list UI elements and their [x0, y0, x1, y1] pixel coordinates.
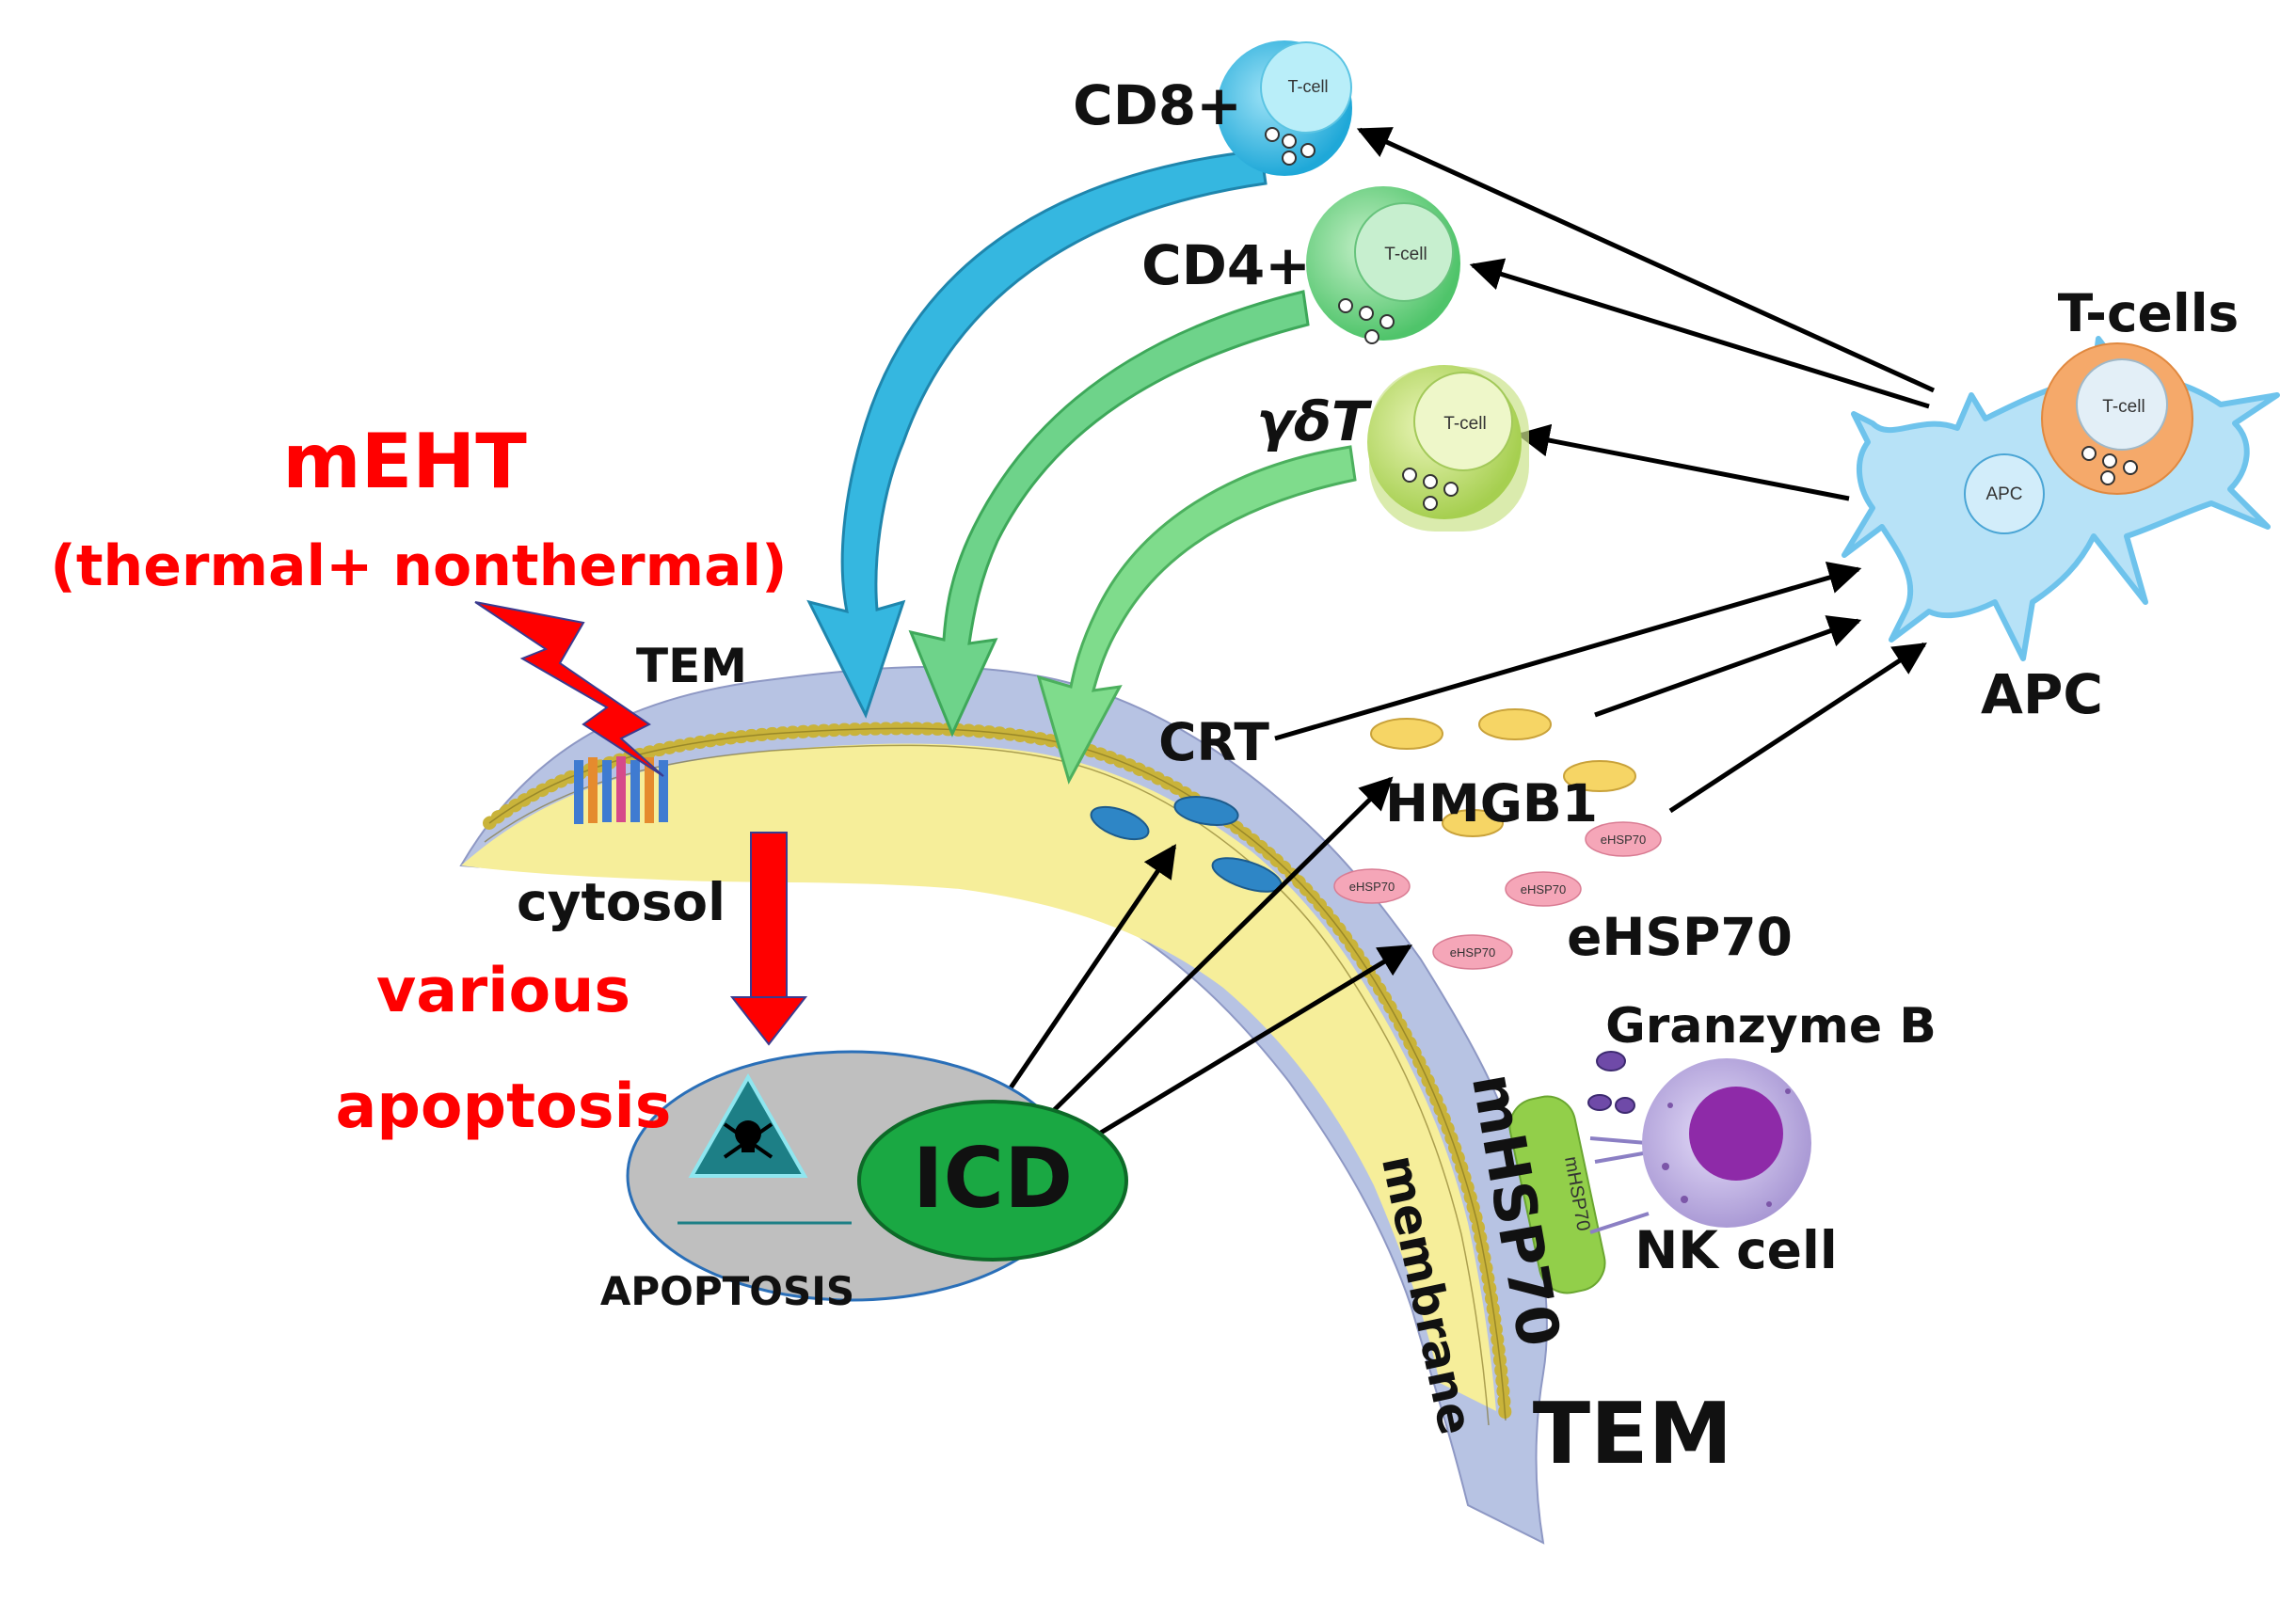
- apoptosis-red-label: apoptosis: [336, 1071, 672, 1142]
- svg-text:T-cell: T-cell: [1384, 245, 1427, 264]
- various-label: various: [376, 956, 630, 1026]
- tem-top-label: TEM: [636, 639, 747, 693]
- mhsp70-protein: [1508, 1095, 1606, 1294]
- svg-text:T-cell: T-cell: [2102, 397, 2145, 417]
- arrow-icon: [1090, 944, 1412, 1141]
- arrow-icon: [1274, 561, 1862, 741]
- apoptosis-caption: APOPTOSIS: [600, 1268, 854, 1314]
- red-down-arrow-icon: [729, 832, 808, 1046]
- icd-ellipse: [857, 1100, 1128, 1262]
- t-cells-label: T-cells: [2058, 283, 2240, 343]
- crt-label: CRT: [1158, 712, 1269, 772]
- orange-tcell: T-cell: [2041, 342, 2193, 495]
- svg-text:eHSP70: eHSP70: [1349, 880, 1395, 894]
- arrow-icon: [993, 844, 1177, 1112]
- gdt-tcell: T-cell: [1367, 365, 1529, 532]
- signal-arrows: [993, 127, 1936, 1141]
- meht-subtitle: (thermal+ nonthermal): [50, 533, 787, 599]
- cytosol-label: cytosol: [517, 872, 725, 932]
- svg-text:eHSP70: eHSP70: [1450, 945, 1495, 960]
- svg-text:eHSP70: eHSP70: [1521, 882, 1566, 897]
- cd8-curved-arrow-icon: [806, 149, 1268, 719]
- tem-bottom-label: TEM: [1533, 1385, 1732, 1484]
- hmgb1-label: HMGB1: [1385, 773, 1598, 833]
- labels: mEHT (thermal+ nonthermal) TEM cytosol v…: [50, 73, 2239, 1484]
- svg-text:T-cell: T-cell: [1443, 414, 1486, 434]
- cd4-label: CD4+: [1141, 233, 1311, 297]
- arrow-icon: [1516, 423, 1850, 501]
- arrow-icon: [1668, 642, 1927, 814]
- nk-cell-label: NK cell: [1634, 1220, 1837, 1280]
- arrow-icon: [1594, 615, 1862, 718]
- ehsp70-molecules: eHSP70 eHSP70 eHSP70 eHSP70: [1333, 821, 1662, 970]
- arrow-icon: [1469, 258, 1930, 409]
- membrane-channels: [574, 756, 668, 824]
- gdt-curved-arrow-icon: [1036, 445, 1357, 785]
- icd-label: ICD: [913, 1130, 1073, 1227]
- hmgb1-molecules: [1370, 708, 1636, 837]
- arrow-icon: [1356, 127, 1936, 393]
- skull-warning-icon: [678, 1072, 852, 1225]
- ehsp70-blob: eHSP70: [1432, 934, 1513, 970]
- ehsp70-blob: eHSP70: [1333, 868, 1411, 904]
- cd4-tcell: T-cell: [1306, 186, 1460, 344]
- apoptosis-icd-group: ICD APOPTOSIS: [600, 1050, 1128, 1314]
- ehsp70-label: eHSP70: [1567, 907, 1793, 967]
- arrow-icon: [1041, 776, 1394, 1123]
- cd8-label: CD8+: [1073, 73, 1242, 137]
- ehsp70-blob: eHSP70: [1585, 821, 1662, 857]
- cytosol-region: [461, 743, 1496, 1411]
- nk-cell-group: mHSP70: [1508, 1051, 1811, 1294]
- granzyme-b-label: Granzyme B: [1605, 998, 1937, 1055]
- svg-text:APC: APC: [1985, 484, 2022, 504]
- lightning-icon: [474, 601, 664, 777]
- curved-arrows: [806, 149, 1357, 785]
- cd8-tcell: T-cell: [1217, 40, 1352, 176]
- svg-text:eHSP70: eHSP70: [1601, 833, 1646, 847]
- svg-text:T-cell: T-cell: [1287, 77, 1328, 96]
- gamma-delta-label: γδT: [1257, 389, 1373, 453]
- ehsp70-blob: eHSP70: [1505, 871, 1582, 907]
- meht-title: mEHT: [282, 418, 527, 505]
- apc-label: APC: [1981, 662, 2103, 726]
- cd4-curved-arrow-icon: [908, 290, 1310, 738]
